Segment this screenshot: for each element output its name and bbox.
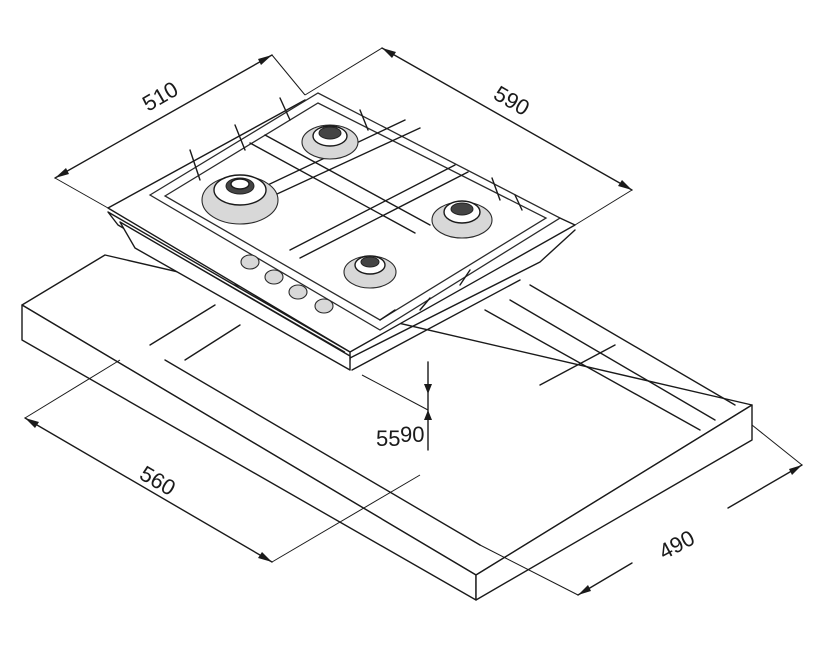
pan-support-grates <box>148 92 562 331</box>
burner-large <box>201 174 279 225</box>
dimension-label-height-offset: 90 <box>400 422 424 447</box>
burner-front <box>343 255 397 289</box>
dimension-label-490: 490 <box>655 525 699 564</box>
dimension-height: 55 90 <box>361 361 432 451</box>
dimension-label-560: 560 <box>136 461 180 501</box>
burner-rear <box>301 124 359 160</box>
dimension-label-590: 590 <box>490 81 534 121</box>
control-knobs <box>240 254 334 314</box>
dimension-label-height: 55 <box>376 426 400 451</box>
burner-right <box>431 200 493 239</box>
countertop-slab <box>21 254 753 601</box>
